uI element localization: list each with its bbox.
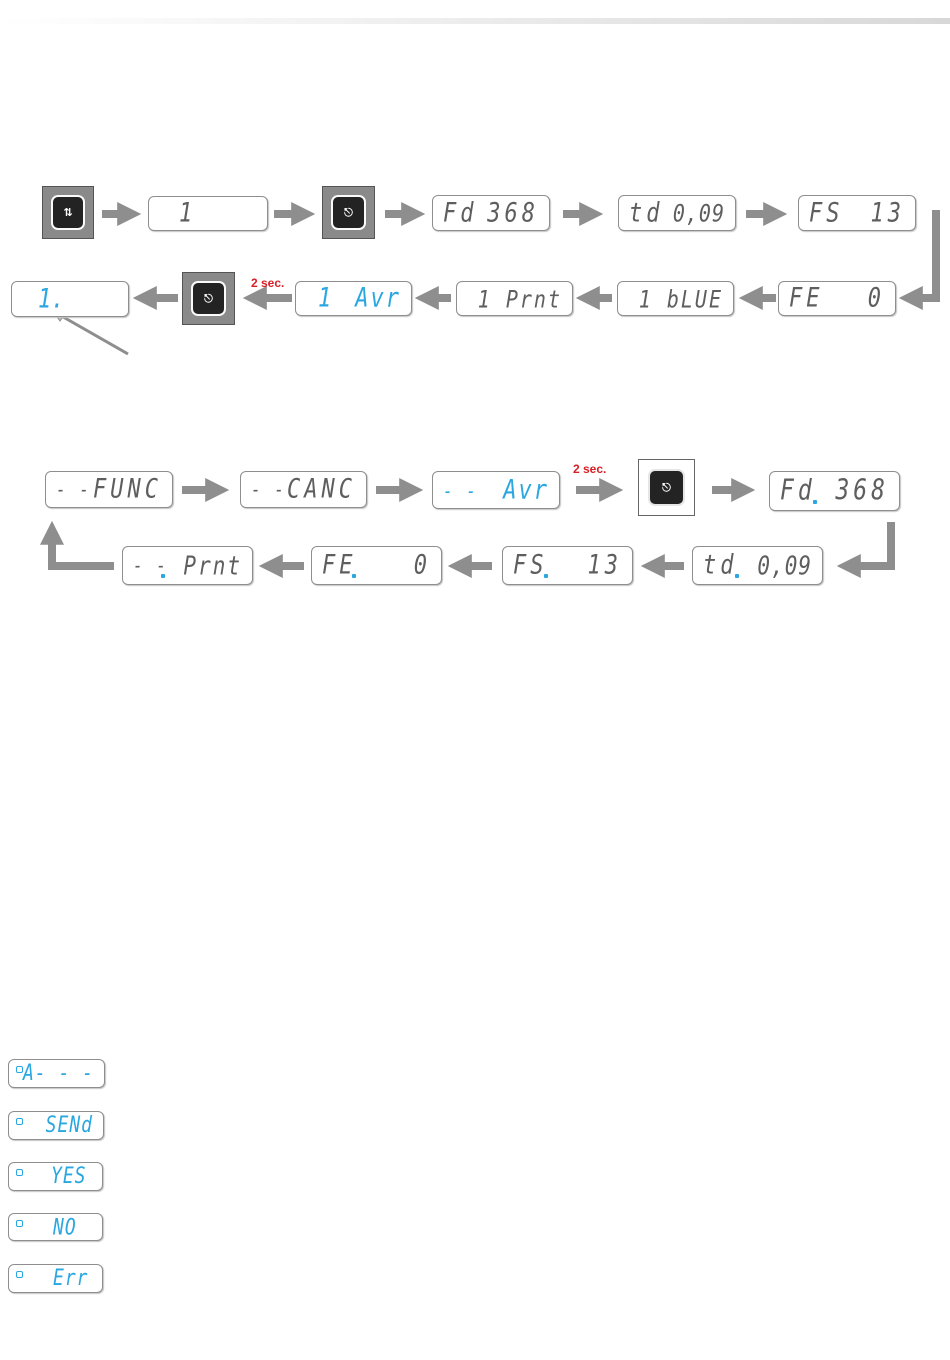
- enter-button[interactable]: ⎋: [638, 459, 695, 516]
- decimal-dot: [735, 574, 739, 578]
- lcd-display: - - Prnt: [122, 546, 253, 585]
- lcd-display: FE 0: [311, 546, 442, 585]
- status-display: Err: [8, 1264, 103, 1293]
- status-display: YES: [8, 1162, 103, 1191]
- decimal-dot: [544, 574, 548, 578]
- enter-button[interactable]: ⎋: [182, 272, 235, 325]
- status-display: NO: [8, 1213, 103, 1241]
- lcd-display: 1 Prnt: [456, 281, 573, 316]
- indicator-icon: [16, 1271, 23, 1278]
- indicator-icon: [16, 1066, 23, 1073]
- enter-icon: ⎋: [662, 482, 671, 493]
- decimal-dot: [161, 574, 165, 578]
- enter-icon: ⎋: [204, 293, 213, 304]
- lcd-display: - - CANC: [240, 471, 367, 508]
- lcd-display: FS 13: [502, 546, 633, 585]
- lcd-display: td 0,09: [692, 546, 823, 585]
- lcd-display: FE 0: [778, 281, 896, 316]
- lcd-display-active: - - Avr: [432, 471, 560, 509]
- decimal-dot: [813, 500, 817, 504]
- lcd-display: 1: [148, 196, 268, 231]
- scroll-button[interactable]: ⇅: [42, 186, 94, 239]
- lcd-display: 1 bLUE: [617, 281, 734, 316]
- lcd-display-active: 1.: [11, 281, 129, 317]
- enter-button[interactable]: ⎋: [322, 186, 375, 239]
- turn-arrow: [848, 522, 891, 566]
- lcd-display: td 0,09: [618, 195, 736, 231]
- delay-label: 2 sec.: [251, 276, 284, 290]
- status-display: SENd: [8, 1111, 104, 1140]
- lcd-display: Fd 368: [432, 195, 550, 231]
- lcd-display: - - FUNC: [45, 471, 173, 508]
- lcd-display: Fd 368: [769, 471, 900, 511]
- indicator-icon: [16, 1169, 23, 1176]
- lcd-display: FS 13: [798, 195, 916, 231]
- turn-arrow: [52, 532, 114, 566]
- lcd-display-active: 1 Avr: [295, 281, 412, 316]
- up-down-arrows-icon: ⇅: [63, 207, 72, 218]
- status-display: A- - -: [8, 1059, 105, 1088]
- decimal-dot: [352, 574, 356, 578]
- delay-label: 2 sec.: [573, 462, 606, 476]
- enter-icon: ⎋: [344, 207, 353, 218]
- indicator-icon: [16, 1118, 23, 1125]
- indicator-icon: [16, 1220, 23, 1227]
